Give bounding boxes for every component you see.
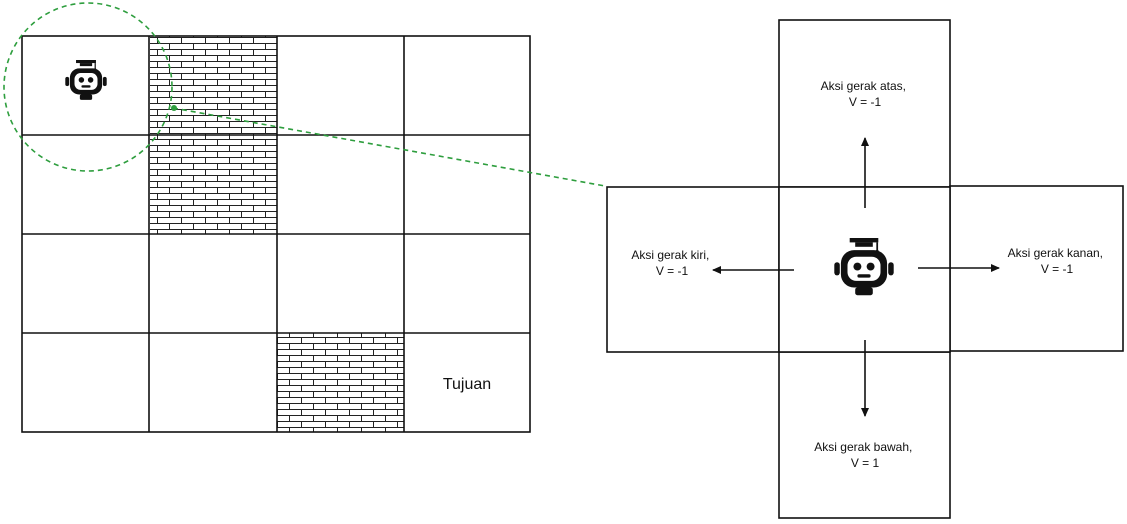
grid-world: Tujuan (21, 35, 531, 433)
goal-label: Tujuan (443, 376, 491, 393)
zoom-indicator (3, 2, 606, 187)
action-up-label: Aksi gerak atas, V = -1 (821, 79, 910, 109)
action-down-label: Aksi gerak bawah, V = 1 (814, 440, 915, 470)
wall-cell-r3-c2 (277, 333, 404, 432)
zoom-connector-dot (171, 105, 177, 111)
wall-cell-r1-c1 (150, 135, 277, 234)
action-diagram: Aksi gerak atas, V = -1 Aksi gerak kiri,… (606, 19, 1124, 519)
zoom-connector-line (172, 107, 606, 187)
action-right-label: Aksi gerak kanan, V = -1 (1008, 246, 1107, 276)
action-box-up (778, 19, 951, 188)
zoom-circle (3, 2, 173, 172)
robot-graduate-icon (64, 60, 108, 101)
wall-cell-r0-c1 (150, 36, 277, 135)
action-left-label: Aksi gerak kiri, V = -1 (631, 248, 712, 278)
grid-lines (21, 35, 531, 433)
